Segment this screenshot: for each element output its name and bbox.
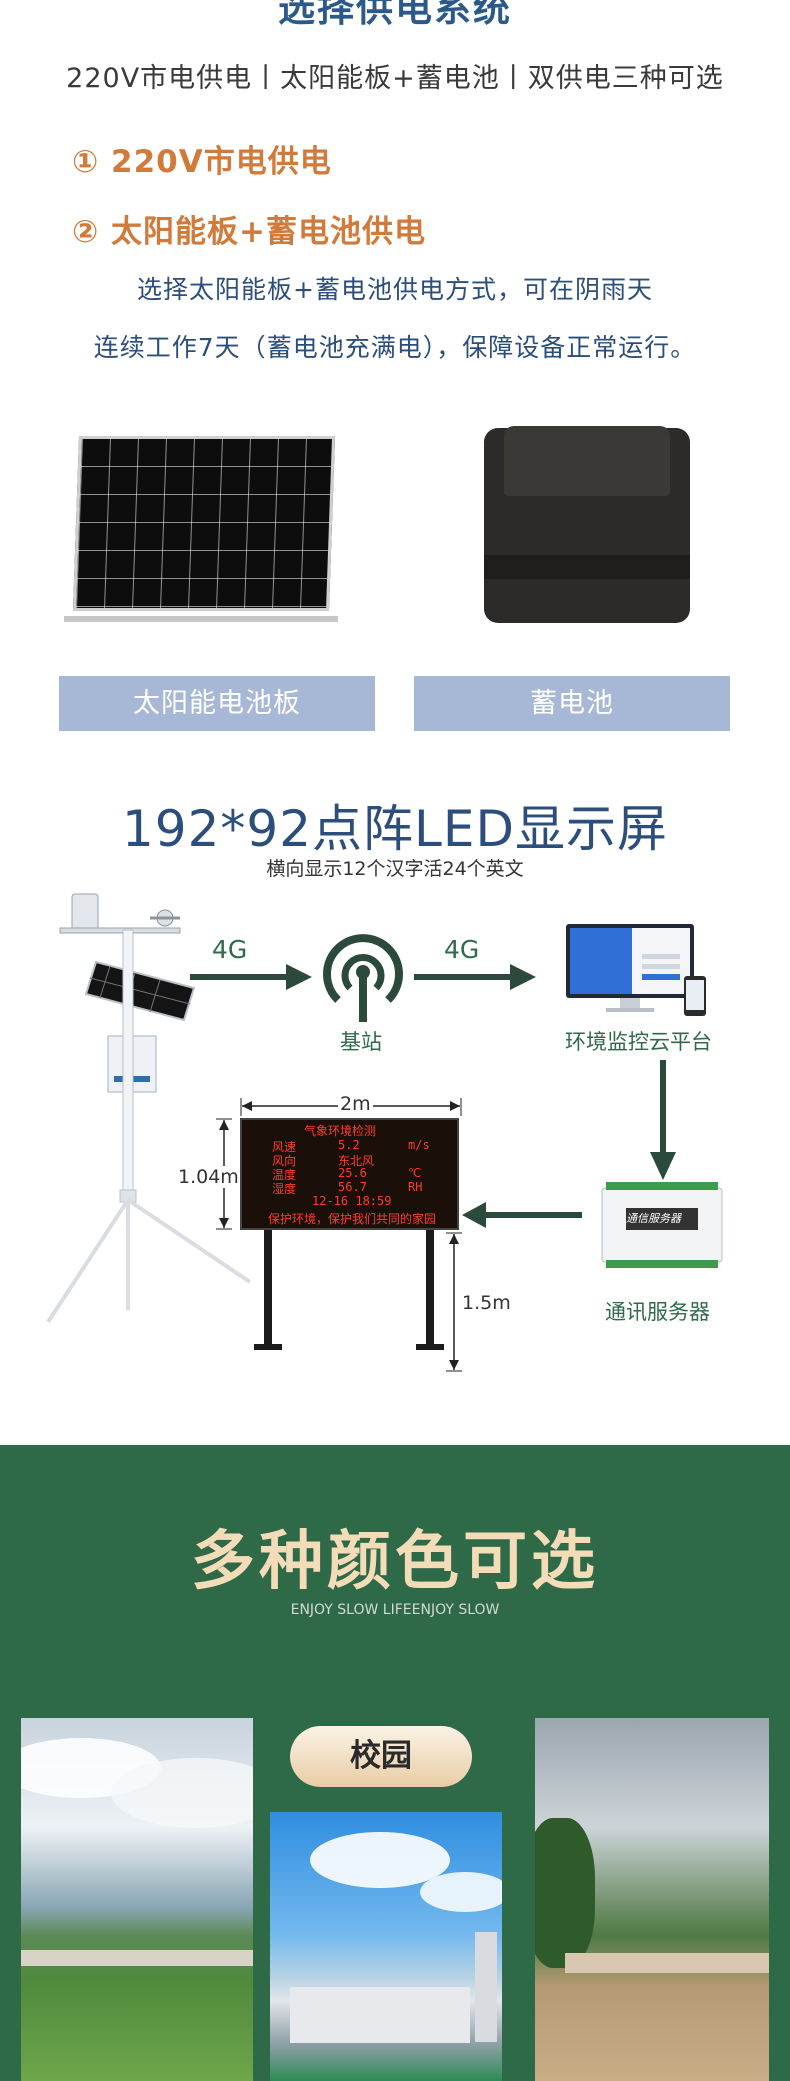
arrow-right-icon [190, 964, 312, 990]
solar-panel-rail [64, 616, 338, 622]
width-dimension-label: 2m [338, 1093, 373, 1115]
led-display-screen: 气象环境检测 风速 5.2 m/s 风向 东北风 温度 25.6 ℃ 湿度 56… [240, 1118, 459, 1230]
scene-image-river [535, 1718, 769, 2081]
base-station-label: 基站 [340, 1030, 382, 1054]
led-row-value: 5.2 [338, 1138, 360, 1152]
arrow-4g-label-1: 4G [212, 935, 248, 964]
solar-panel-label: 太阳能电池板 [59, 676, 375, 731]
arrow-right-icon [414, 964, 536, 990]
led-subtitle: 横向显示12个汉字活24个英文 [266, 858, 524, 880]
comm-server-label: 通讯服务器 [605, 1300, 710, 1324]
pole-dimension-line [446, 1232, 462, 1372]
led-row-name: 风向 [272, 1154, 297, 1168]
led-datetime: 12-16 18:59 [312, 1194, 392, 1208]
led-row-value: 25.6 [338, 1166, 367, 1180]
arrow-4g-label-2: 4G [444, 935, 480, 964]
battery-label: 蓄电池 [414, 676, 730, 731]
scene-image-grassland [21, 1718, 253, 2081]
led-slogan: 保护环境，保护我们共同的家园 [268, 1212, 437, 1226]
power-desc-line1: 选择太阳能板+蓄电池供电方式，可在阴雨天 [137, 275, 653, 304]
monitor-icon [566, 924, 706, 1016]
scene-image-campus [270, 1812, 502, 2081]
led-row-unit: RH [408, 1180, 423, 1194]
led-row-value: 东北风 [338, 1154, 375, 1168]
led-row-unit: ℃ [408, 1166, 422, 1180]
pole-dimension-label: 1.5m [462, 1292, 511, 1314]
comm-server-icon [601, 1182, 723, 1268]
power-desc-line2: 连续工作7天（蓄电池充满电），保障设备正常运行。 [93, 333, 697, 362]
power-option-solar: ② 太阳能板+蓄电池供电 [72, 214, 427, 250]
campus-pill-label: 校园 [290, 1726, 472, 1787]
led-row-name: 湿度 [272, 1182, 297, 1196]
colors-title: 多种颜色可选 [191, 1525, 599, 1599]
led-row-name: 风速 [272, 1140, 297, 1154]
power-title: 选择供电系统 [278, 0, 512, 30]
led-row-unit: m/s [408, 1138, 430, 1152]
height-dimension-label: 1.04m [178, 1166, 239, 1188]
cloud-platform-label: 环境监控云平台 [565, 1030, 712, 1054]
led-row-value: 56.7 [338, 1180, 367, 1194]
arrow-down-icon [650, 1060, 676, 1180]
base-station-icon [323, 934, 403, 1022]
led-row-name: 温度 [272, 1168, 297, 1182]
power-subtitle: 220V市电供电丨太阳能板+蓄电池丨双供电三种可选 [66, 63, 724, 94]
led-heading: 气象环境检测 [304, 1124, 377, 1138]
comm-server-plate-text: 通信服务器 [626, 1212, 681, 1225]
arrow-left-icon [462, 1202, 582, 1228]
led-title: 192*92点阵LED显示屏 [121, 800, 668, 858]
solar-panel-image [72, 436, 336, 611]
power-option-mains: ① 220V市电供电 [72, 144, 332, 180]
colors-subtitle: ENJOY SLOW LIFEENJOY SLOW [290, 1602, 500, 1618]
